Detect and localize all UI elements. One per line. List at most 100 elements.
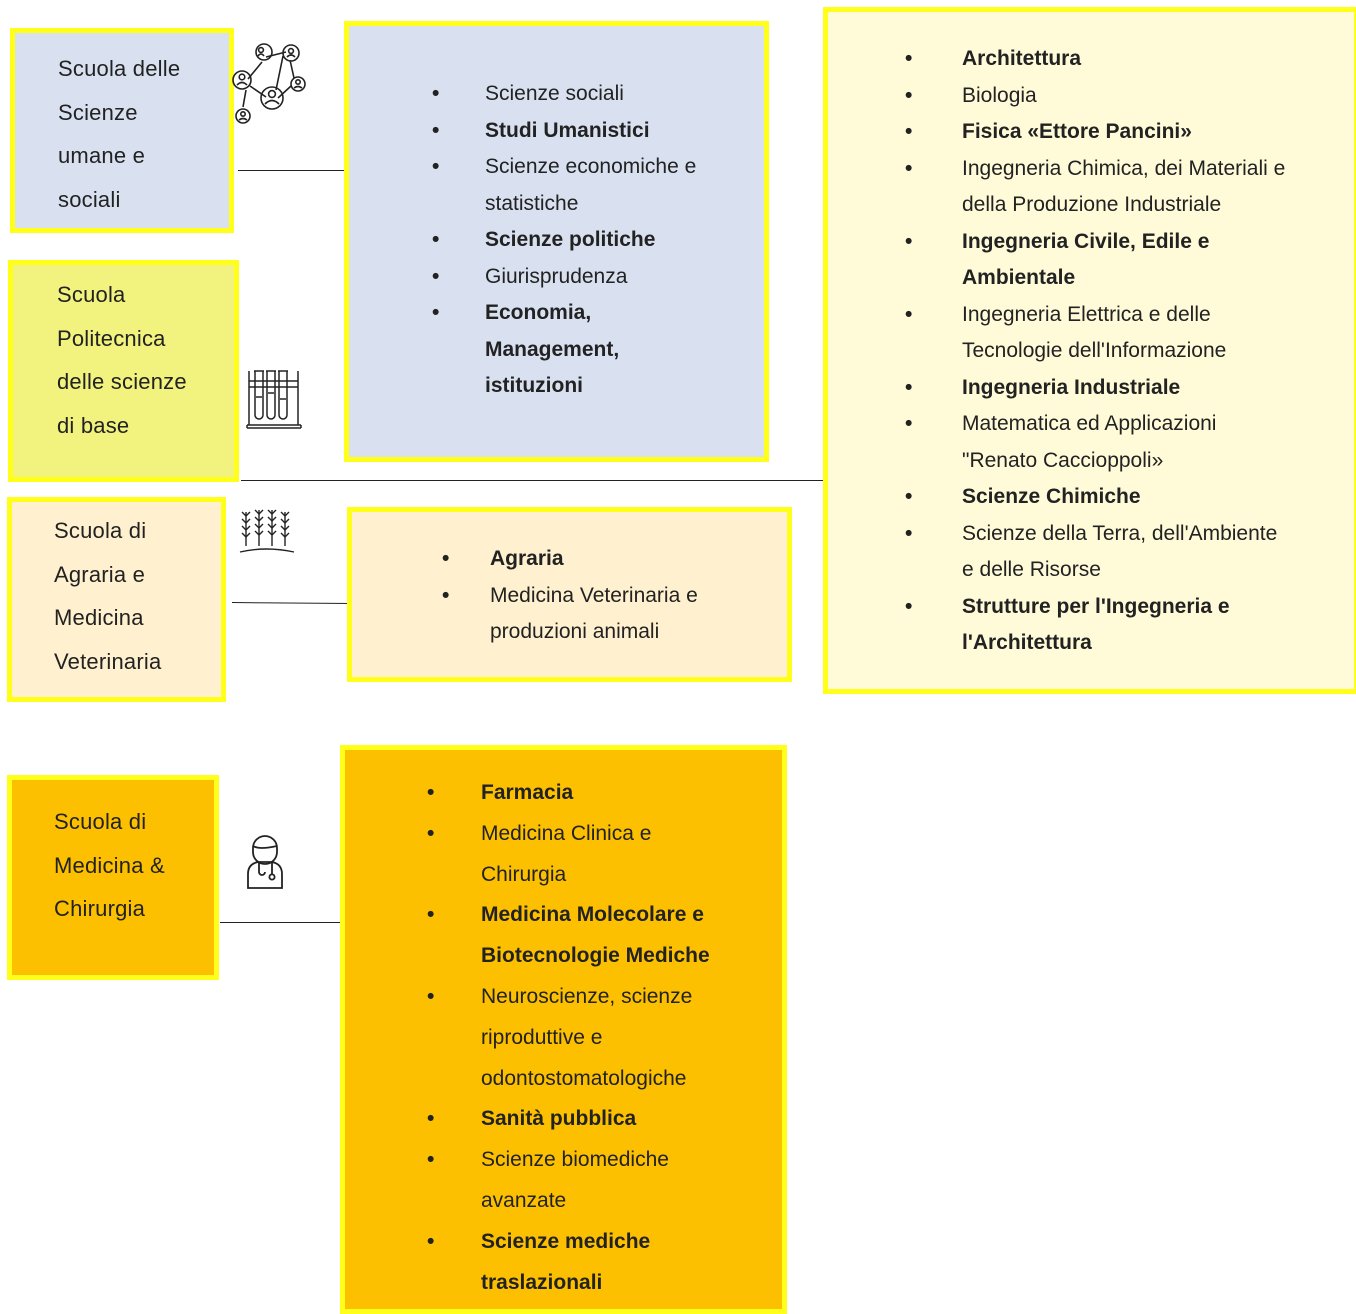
department-item-line: Sanità pubblica	[481, 1107, 637, 1131]
connector-line	[238, 170, 346, 171]
department-item-line: istituzioni	[485, 374, 583, 397]
department-item-line: Scienze economiche e	[485, 155, 697, 178]
departments-box-agraria: AgrariaMedicina Veterinaria e produzioni …	[347, 507, 792, 682]
school-box-umane: Scuola delle Scienze umane e sociali	[10, 28, 234, 233]
department-item: Strutture per l'Ingegneria e l'Architettu…	[905, 589, 1356, 662]
department-item-line: della Produzione Industriale	[962, 193, 1222, 216]
department-item: Scienze biomediche avanzate	[427, 1140, 781, 1222]
department-item: Scienze della Terra, dell'Ambiente e dell…	[905, 516, 1356, 589]
department-item: Ingegneria Industriale	[905, 370, 1356, 407]
department-item-line: Ingegneria Chimica, dei Materiali e	[962, 156, 1286, 180]
department-item-line: Giurisprudenza	[485, 264, 628, 288]
department-item: Studi Umanistici	[432, 113, 755, 150]
school-agraria-line: Veterinaria	[54, 648, 162, 674]
connector-line	[220, 922, 344, 923]
school-politecnica-line: Scuola	[57, 282, 126, 307]
department-item: Scienze sociali	[432, 76, 755, 113]
department-item-line: Ingegneria Civile, Edile e	[962, 229, 1210, 253]
department-item: Biologia	[905, 78, 1356, 115]
department-item-line: Scienze politiche	[485, 228, 656, 251]
department-item-line: Studi Umanistici	[485, 118, 650, 142]
doctor-icon	[245, 832, 285, 890]
department-item: Ingegneria Civile, Edile e Ambientale	[905, 224, 1356, 297]
departments-box-umane: Scienze socialiStudi UmanisticiScienze e…	[344, 21, 769, 462]
school-agraria-line: Agraria e	[54, 561, 146, 587]
department-item-line: traslazionali	[481, 1270, 603, 1294]
school-politecnica-line: di base	[57, 412, 130, 438]
department-item: Farmacia	[427, 773, 781, 814]
department-item: Medicina Clinica e Chirurgia	[427, 814, 781, 896]
school-politecnica-line: delle scienze	[57, 369, 187, 394]
department-item: Medicina Veterinaria e produzioni animali	[442, 578, 780, 651]
department-item-line: odontostomatologiche	[481, 1066, 687, 1090]
department-list: AgrariaMedicina Veterinaria e produzioni …	[442, 541, 780, 651]
department-item-line: Management,	[485, 337, 620, 361]
department-item-line: Scienze Chimiche	[962, 485, 1141, 508]
department-item-line: Economia,	[485, 301, 592, 324]
department-item-line: Fisica «Ettore Pancini»	[962, 120, 1192, 143]
department-item-line: Scienze mediche	[481, 1229, 651, 1253]
department-item: Agraria	[442, 541, 780, 578]
school-umane-line: sociali	[58, 186, 121, 212]
department-item: Neuroscienze, scienze riproduttive e odont…	[427, 977, 781, 1099]
school-medicina-line: Scuola di	[54, 809, 147, 834]
department-item-line: Ingegneria Elettrica e delle	[962, 302, 1211, 326]
department-list: Scienze socialiStudi UmanisticiScienze e…	[432, 76, 755, 405]
department-list: ArchitetturaBiologiaFisica «Ettore Panci…	[905, 41, 1356, 662]
department-item-line: Scienze della Terra, dell'Ambiente	[962, 521, 1278, 545]
department-item-line: Ambientale	[962, 266, 1076, 289]
school-medicina-line: Medicina &	[54, 852, 165, 878]
department-item-line: Chirurgia	[481, 862, 567, 886]
school-box-agraria: Scuola di Agraria e Medicina Veterinaria	[7, 497, 226, 702]
department-item: Economia, Management, istituzioni	[432, 295, 755, 405]
department-item-line: e delle Risorse	[962, 558, 1101, 581]
department-item: Scienze mediche traslazionali	[427, 1222, 781, 1304]
department-item: Medicina Molecolare e Biotecnologie Medic…	[427, 895, 781, 977]
department-item: Architettura	[905, 41, 1356, 78]
school-agraria-line: Medicina	[54, 605, 144, 630]
school-politecnica-line: Politecnica	[57, 325, 166, 351]
department-item-line: riproduttive e	[481, 1025, 603, 1049]
department-item-line: Medicina Molecolare e	[481, 903, 704, 927]
department-item: Matematica ed Applicazioni "Renato Caccio…	[905, 406, 1356, 479]
network-people-icon	[228, 42, 308, 126]
department-item-line: Strutture per l'Ingegneria e	[962, 594, 1230, 618]
test-tubes-icon	[243, 367, 305, 431]
department-item: Sanità pubblica	[427, 1099, 781, 1140]
department-item-line: produzioni animali	[490, 620, 660, 643]
department-item-line: avanzate	[481, 1188, 567, 1212]
department-item: Scienze politiche	[432, 222, 755, 259]
departments-box-politecnica: ArchitetturaBiologiaFisica «Ettore Panci…	[823, 7, 1356, 694]
school-umane-line: Scuola delle	[58, 56, 181, 81]
department-item: Giurisprudenza	[432, 259, 755, 296]
department-item-line: "Renato Caccioppoli»	[962, 448, 1164, 472]
department-item: Scienze Chimiche	[905, 479, 1356, 516]
department-item: Fisica «Ettore Pancini»	[905, 114, 1356, 151]
school-umane-line: Scienze	[58, 99, 138, 125]
wheat-field-icon	[238, 506, 296, 560]
school-medicina-line: Chirurgia	[54, 896, 146, 921]
connector-line	[241, 480, 827, 481]
department-item-line: Farmacia	[481, 781, 574, 804]
connector-line	[231, 602, 352, 605]
department-item-line: Neuroscienze, scienze	[481, 984, 693, 1008]
department-item-line: Scienze biomediche	[481, 1148, 669, 1172]
department-item-line: Medicina Clinica e	[481, 821, 652, 845]
department-item-line: Biotecnologie Mediche	[481, 944, 710, 968]
department-item-line: Scienze sociali	[485, 82, 624, 105]
department-item-line: statistiche	[485, 191, 579, 215]
department-item-line: Medicina Veterinaria e	[490, 583, 698, 607]
school-umane-line: umane e	[58, 143, 146, 168]
departments-box-medicina: FarmaciaMedicina Clinica eChirurgiaMedic…	[340, 745, 787, 1314]
department-item: Ingegneria Chimica, dei Materiali e della…	[905, 151, 1356, 224]
school-box-medicina: Scuola di Medicina & Chirurgia	[7, 775, 219, 980]
department-item-line: Ingegneria Industriale	[962, 375, 1181, 399]
department-item-line: Architettura	[962, 47, 1082, 70]
school-agraria-line: Scuola di	[54, 518, 147, 543]
department-item-line: l'Architettura	[962, 631, 1092, 654]
department-item-line: Agraria	[490, 547, 564, 570]
department-list: FarmaciaMedicina Clinica eChirurgiaMedic…	[427, 773, 781, 1304]
department-item-line: Tecnologie dell'Informazione	[962, 339, 1227, 362]
department-item-line: Matematica ed Applicazioni	[962, 412, 1217, 435]
